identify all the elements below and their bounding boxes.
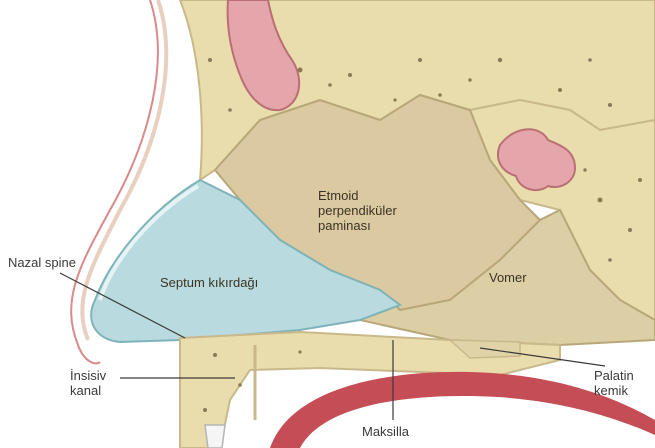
label-palatin-line2: kemik [594,383,634,398]
label-nazal-spine: Nazal spine [8,255,76,270]
label-insisiv-line1: İnsisiv [70,368,106,383]
label-palatin-line1: Palatin [594,368,634,383]
label-septum: Septum kıkırdağı [160,275,258,290]
label-vomer: Vomer [489,270,527,285]
label-etmoid-line3: paminası [318,218,397,233]
label-etmoid: Etmoid perpendiküler paminası [318,188,397,233]
label-etmoid-line1: Etmoid [318,188,397,203]
label-maksilla: Maksilla [362,424,409,439]
label-insisiv: İnsisiv kanal [70,368,106,398]
label-palatin: Palatin kemik [594,368,634,398]
incisor-tooth [205,425,225,448]
label-etmoid-line2: perpendiküler [318,203,397,218]
label-insisiv-line2: kanal [70,383,106,398]
